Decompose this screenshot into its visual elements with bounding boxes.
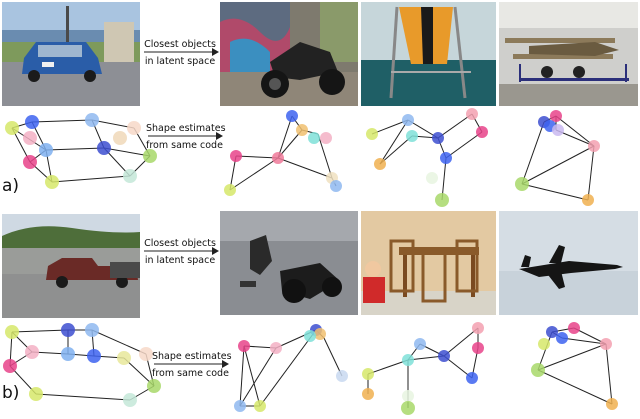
shape-node [61, 347, 75, 361]
shape-node [414, 338, 426, 350]
neighbor-photo-fighter-jet [499, 211, 638, 315]
shape-node [25, 115, 39, 129]
shape-node [606, 398, 618, 410]
shape-node [224, 184, 236, 196]
shape-node [113, 131, 127, 145]
shape-graph-motorcycle-crash [234, 324, 348, 412]
arrow-closest-b [144, 247, 219, 255]
shape-node [234, 400, 246, 412]
shape-node [147, 379, 161, 393]
shape-graph-biplane [515, 110, 600, 206]
shape-graph-deck-chair [366, 108, 488, 207]
shape-node [426, 172, 438, 184]
shape-node [582, 194, 594, 206]
arrow-shape-a [148, 132, 223, 140]
shape-node [320, 132, 332, 144]
shape-node [25, 345, 39, 359]
shape-node [515, 177, 529, 191]
shape-node [401, 401, 415, 415]
neighbor-photo-deck-chair [361, 2, 496, 106]
shape-graph-dining-table [362, 322, 484, 415]
neighbor-photo-biplane [499, 2, 638, 106]
shape-node [304, 330, 316, 342]
arrow-label-closest-a: Closest objects in latent space [144, 39, 216, 67]
shape-node [531, 363, 545, 377]
shape-graph-query-b [3, 323, 161, 407]
query-photo-pickup-truck [2, 214, 140, 318]
shape-node [127, 121, 141, 135]
shape-node [272, 152, 284, 164]
shape-node [87, 349, 101, 363]
shape-node [330, 180, 342, 192]
shape-node [97, 141, 111, 155]
shape-node [45, 175, 59, 189]
shape-node [568, 322, 580, 334]
shape-graph-query-a [5, 113, 157, 189]
shape-node [362, 388, 374, 400]
arrow-label-shape-a: Shape estimates from same code [146, 123, 226, 151]
shape-node [61, 323, 75, 337]
shape-node [546, 326, 558, 338]
arrow-closest-a [144, 48, 219, 56]
shape-node [432, 132, 444, 144]
shape-node [5, 121, 19, 135]
neighbor-photo-motorcycle [220, 2, 358, 106]
shape-node [440, 152, 452, 164]
shape-node [3, 359, 17, 373]
panel-label-b: b) [2, 383, 20, 403]
shape-node [472, 322, 484, 334]
shape-node [117, 351, 131, 365]
shape-node [314, 328, 326, 340]
shape-node [139, 347, 153, 361]
shape-node [23, 155, 37, 169]
shape-node [438, 350, 450, 362]
shape-node [238, 340, 250, 352]
shape-node [5, 325, 19, 339]
arrow-label-closest-b: Closest objects in latent space [144, 238, 216, 266]
query-photo-car [2, 2, 140, 106]
shape-graph-motorcycle [224, 110, 342, 196]
shape-node [435, 193, 449, 207]
shape-node [286, 110, 298, 122]
shape-node [296, 124, 308, 136]
shape-node [600, 338, 612, 350]
shape-node [123, 169, 137, 183]
shape-graph-fighter-jet [531, 322, 618, 410]
shape-node [406, 130, 418, 142]
arrow-label-shape-b: Shape estimates from same code [152, 351, 232, 379]
shape-node [556, 332, 568, 344]
shape-node [402, 390, 414, 402]
shape-node [402, 114, 414, 126]
shape-node [123, 393, 137, 407]
shape-node [550, 110, 562, 122]
shape-node [39, 143, 53, 157]
panel-label-a: a) [2, 176, 20, 196]
shape-node [472, 342, 484, 354]
shape-node [270, 342, 282, 354]
shape-node [254, 400, 266, 412]
neighbor-photo-motorcycle-crash [220, 211, 358, 315]
shape-node [336, 370, 348, 382]
shape-node [362, 368, 374, 380]
shape-node [230, 150, 242, 162]
shape-node [588, 140, 600, 152]
shape-node [538, 338, 550, 350]
shape-node [366, 128, 378, 140]
shape-node [85, 113, 99, 127]
shape-node [308, 132, 320, 144]
arrow-shape-b [154, 360, 229, 368]
shape-node [143, 149, 157, 163]
shape-node [466, 108, 478, 120]
shape-node [402, 354, 414, 366]
shape-node [85, 323, 99, 337]
shape-node [552, 124, 564, 136]
shape-node [466, 372, 478, 384]
shape-node [23, 131, 37, 145]
shape-node [476, 126, 488, 138]
shape-node [374, 158, 386, 170]
shape-node [29, 387, 43, 401]
neighbor-photo-dining-table-child [361, 211, 496, 315]
